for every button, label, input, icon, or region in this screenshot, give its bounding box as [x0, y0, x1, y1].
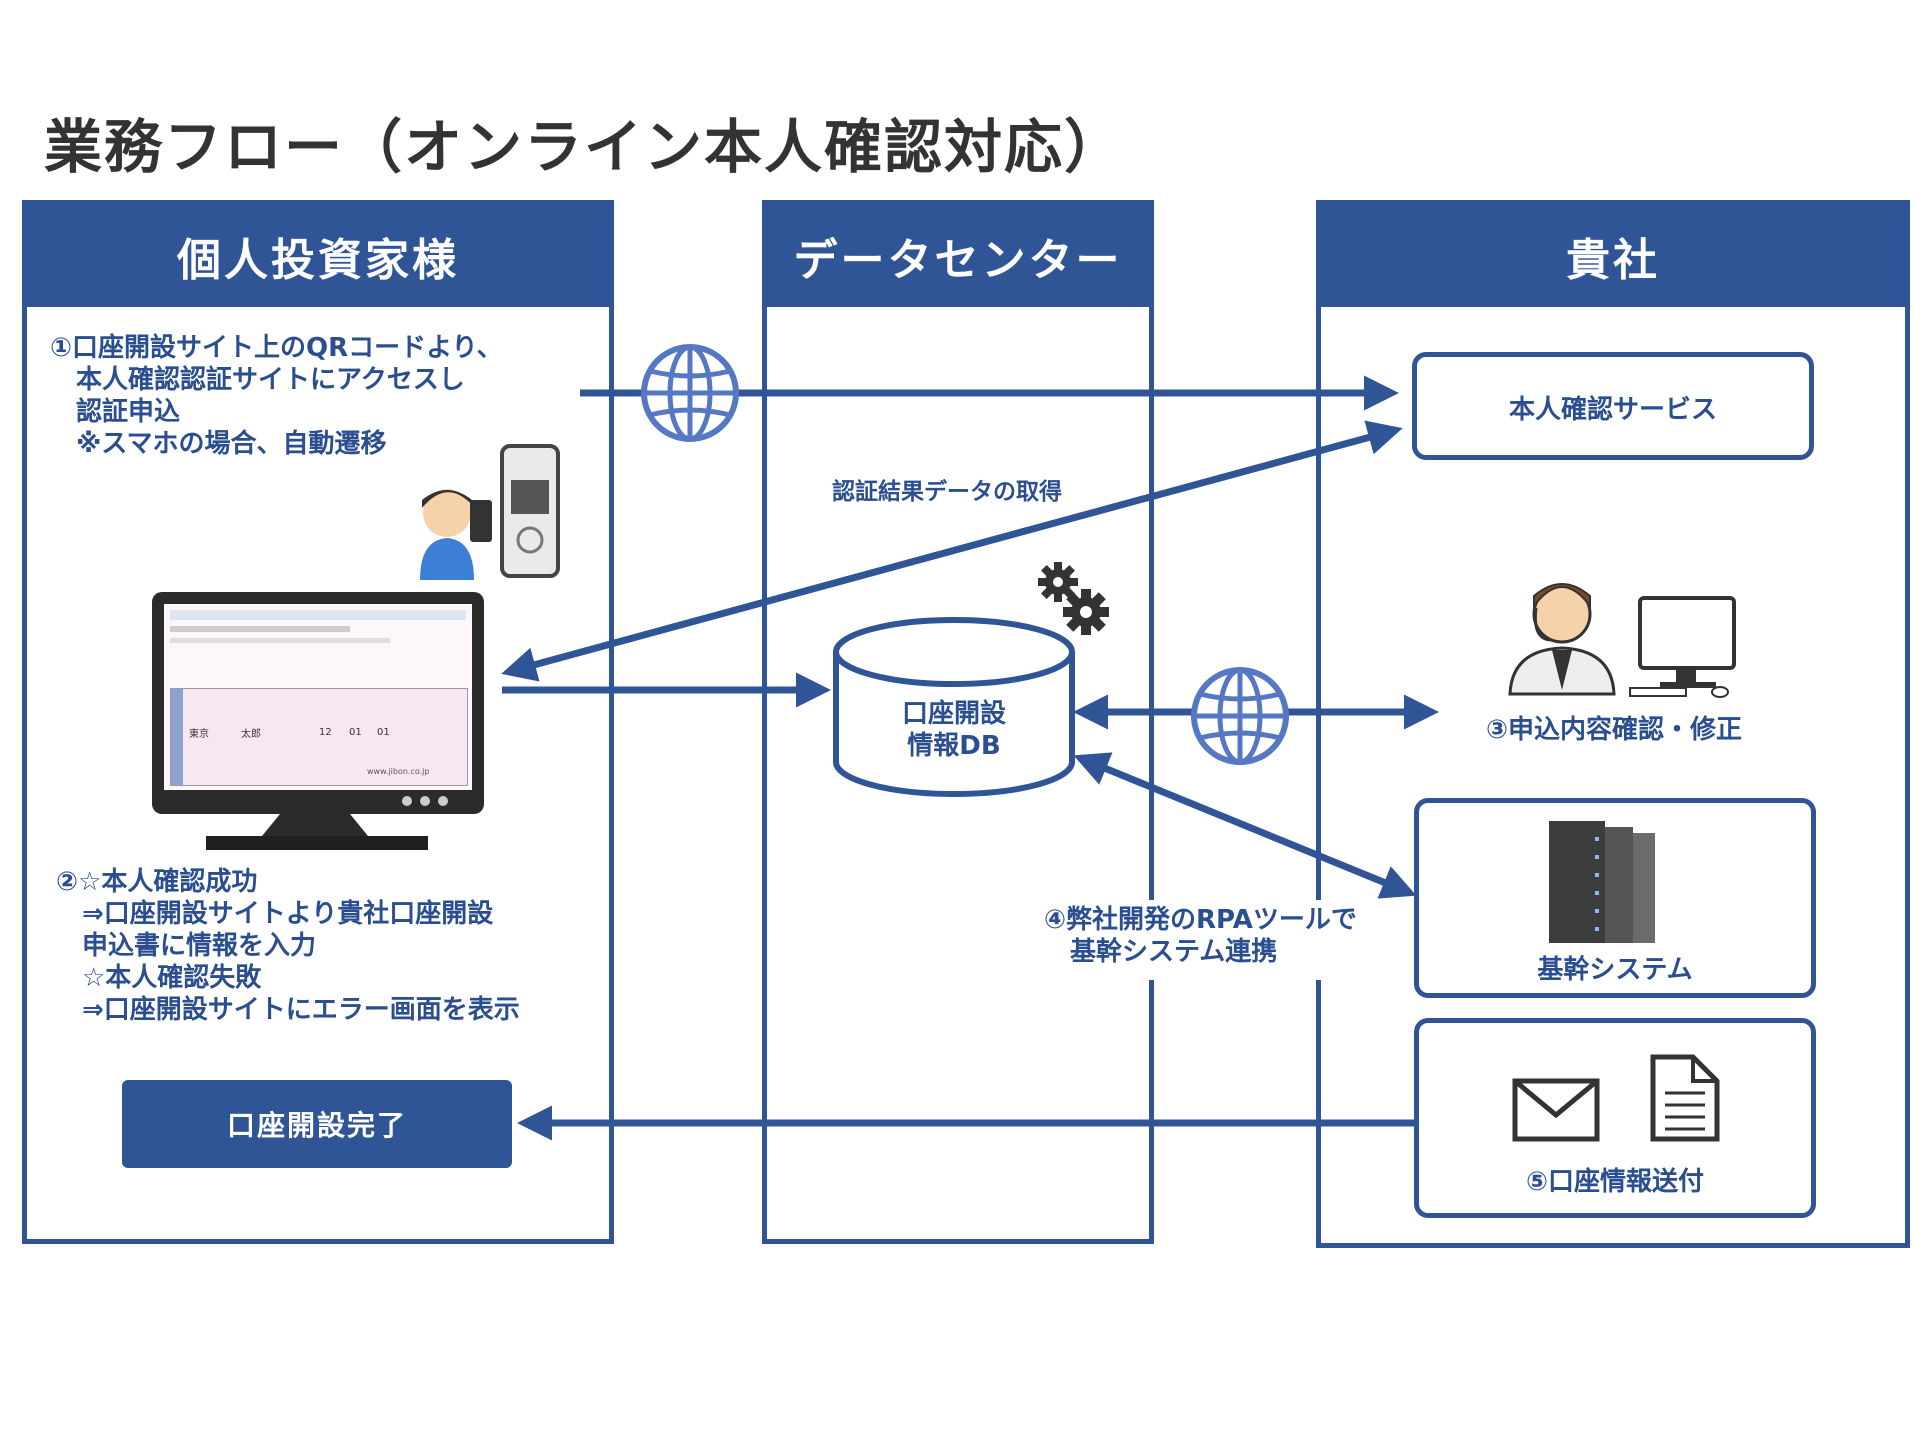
lane-header-company: 貴社 [1321, 205, 1905, 307]
server-icon [1549, 821, 1655, 943]
lane-header-investor: 個人投資家様 [27, 205, 609, 307]
page-title: 業務フロー（オンライン本人確認対応） [44, 113, 1125, 181]
step2-text: ②☆本人確認成功 ⇒口座開設サイトより貴社口座開設 申込書に情報を入力 ☆本人確… [56, 867, 520, 1025]
arrow-db-core [1073, 752, 1417, 899]
person-icon [420, 489, 492, 580]
form-screen: 東京 太郎 12 01 01 www.jibon.co.jp [164, 604, 472, 790]
document-icon [1650, 1054, 1720, 1142]
auth-result-label: 認証結果データの取得 [832, 479, 1062, 505]
account-info-box: ⑤口座情報送付 [1414, 1018, 1816, 1218]
step3-text: ③申込内容確認・修正 [1486, 715, 1743, 745]
core-system-box: 基幹システム [1414, 798, 1816, 998]
account-complete-box: 口座開設完了 [122, 1080, 512, 1168]
form-value-3: 01 [377, 727, 390, 738]
lane-header-datacenter: データセンター [767, 205, 1149, 307]
step1-text: ①口座開設サイト上のQRコードより、 本人確認認証サイトにアクセスし 認証申込 … [50, 333, 503, 459]
arrow-auth-result [501, 420, 1403, 682]
envelope-icon [1512, 1078, 1600, 1142]
form-name-first: 太郎 [241, 729, 261, 740]
form-value-1: 12 [319, 727, 332, 738]
form-name-last: 東京 [189, 729, 209, 740]
step4-text: ④弊社開発のRPAツールで 基幹システム連携 [1044, 905, 1357, 967]
operator-icon [1508, 583, 1616, 696]
database-label: 口座開設 情報DB [901, 699, 1006, 761]
form-value-2: 01 [349, 727, 362, 738]
step5-label: ⑤口座情報送付 [1525, 1167, 1704, 1197]
monitor-icon: 東京 太郎 12 01 01 www.jibon.co.jp [152, 592, 484, 814]
core-system-label: 基幹システム [1537, 955, 1693, 985]
identity-service-box: 本人確認サービス [1412, 352, 1814, 460]
step5-icons [1512, 1054, 1720, 1142]
smartphone-icon [500, 444, 560, 578]
globe-icon [641, 344, 739, 442]
globe-icon [1191, 667, 1289, 765]
form-footer-url: www.jibon.co.jp [367, 767, 430, 776]
identity-service-label: 本人確認サービス [1508, 395, 1717, 425]
computer-icon [1629, 596, 1736, 698]
